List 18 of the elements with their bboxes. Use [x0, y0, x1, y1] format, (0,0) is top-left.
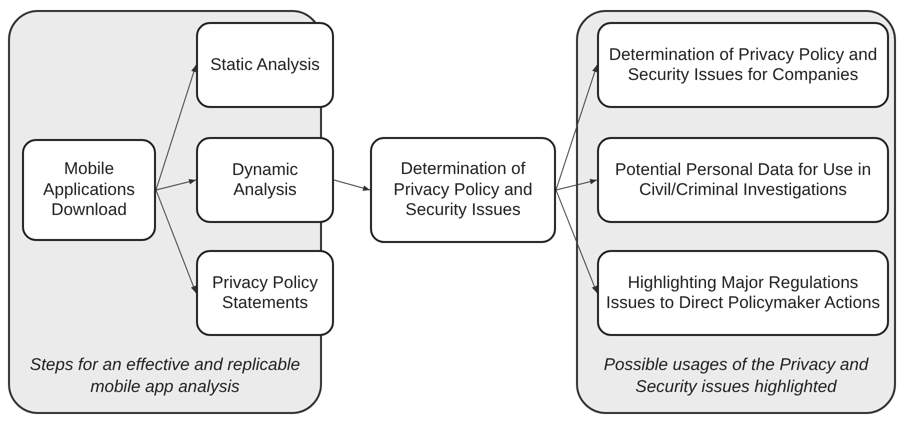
process-box: Mobile Applications Download: [22, 139, 156, 241]
process-box: Determination of Privacy Policy and Security Issues: [370, 137, 556, 243]
arrow: [156, 64, 197, 190]
panel-caption: Possible usages of the Privacy and Security issues highlighted: [602, 354, 870, 398]
group-panel: [576, 10, 896, 414]
arrow: [556, 190, 598, 294]
panel-caption: Steps for an effective and replicable mobile app analysis: [28, 354, 302, 398]
arrow: [556, 64, 598, 190]
process-box: Potential Personal Data for Use in Civil/Criminal Investigations: [597, 137, 889, 223]
arrow: [156, 190, 196, 294]
process-box: Privacy Policy Statements: [196, 250, 334, 336]
process-box: Static Analysis: [196, 22, 334, 108]
process-box: Determination of Privacy Policy and Security Issues for Companies: [597, 22, 889, 108]
arrow: [556, 178, 598, 190]
arrow: [334, 180, 370, 191]
process-box: Highlighting Major Regulations Issues to Direct Policymaker Actions: [597, 250, 889, 336]
arrow: [156, 178, 196, 190]
process-box: Dynamic Analysis: [196, 137, 334, 223]
